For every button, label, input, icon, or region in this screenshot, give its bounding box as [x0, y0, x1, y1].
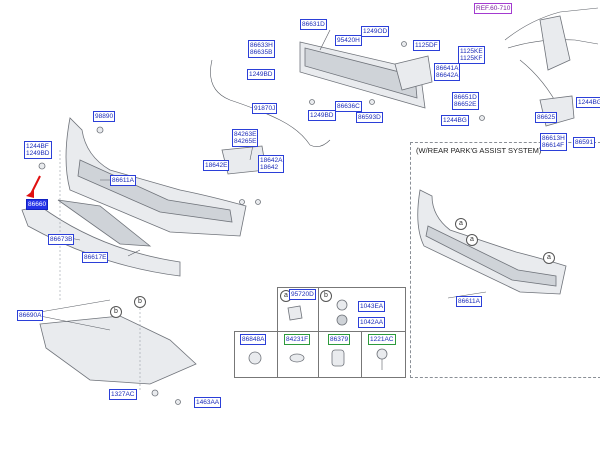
under-cover	[39, 315, 197, 385]
callout-86641a-text: 86641A	[436, 65, 459, 72]
clip-95720d-icon	[287, 305, 303, 321]
callout-86652e-text: 86652E	[454, 101, 477, 108]
inset-title: (W/REAR PARK'G ASSIST SYSTEM)	[416, 146, 542, 155]
selection-arrow	[26, 175, 41, 198]
callout-1249bd-lower[interactable]: 1249BD	[308, 110, 336, 121]
screw-1221ac-icon	[376, 348, 388, 370]
marker-a-inset-3: a	[543, 252, 555, 264]
callout-86625[interactable]: 86625	[535, 112, 558, 123]
callout-86614f-text: 86614F	[542, 142, 565, 149]
callout-98890[interactable]: 98890	[93, 111, 116, 122]
callout-1042aa[interactable]: 1042AA	[358, 317, 386, 328]
callout-1249bd-left-text: 1249BD	[26, 150, 50, 157]
inset-frame	[410, 142, 600, 378]
callout-1463aa[interactable]: 1463AA	[194, 397, 222, 408]
callout-86611a-inset[interactable]: 86611A	[456, 296, 482, 307]
callout-86673b[interactable]: 86673B	[48, 234, 75, 245]
rear-body-reference	[504, 7, 599, 111]
callout-86617e[interactable]: 86617E	[82, 252, 109, 263]
leader-lines	[39, 29, 487, 390]
callout-1327ac[interactable]: 1327AC	[109, 389, 137, 400]
callout-ref-60-710[interactable]: REF.60-710	[474, 3, 513, 14]
callout-84265e-text: 84265E	[234, 138, 257, 145]
callout-1249od[interactable]: 1249OD	[361, 26, 390, 37]
callout-86593d[interactable]: 86593D	[356, 112, 383, 123]
callout-18642e[interactable]: 18642E	[203, 160, 230, 171]
callout-84263e-text: 84263E	[234, 131, 257, 138]
callout-86690a[interactable]: 86690A	[17, 310, 44, 321]
callout-1221ac[interactable]: 1221AC	[368, 334, 396, 345]
callout-84231f[interactable]: 84231F	[284, 334, 311, 345]
callout-1249bd-mid[interactable]: 1249BD	[247, 69, 275, 80]
callout-91870j[interactable]: 91870J	[252, 103, 278, 114]
callout-1125ke-text: 1125KE	[460, 48, 483, 55]
wiring-harness	[210, 59, 331, 147]
marker-a-inset-2: a	[466, 234, 478, 246]
marker-b-under-2: b	[110, 306, 122, 318]
callout-86651d-text: 86651D	[454, 94, 477, 101]
rear-bumper-cover	[65, 117, 247, 237]
callout-86642a-text: 86642A	[436, 72, 459, 79]
callout-1125kf-text: 1125KF	[460, 55, 483, 62]
callout-86848a[interactable]: 86848A	[240, 334, 267, 345]
callout-18642-text: 18642	[260, 164, 279, 171]
callout-95720d[interactable]: 95720D	[289, 289, 316, 300]
garnish-strip	[57, 199, 152, 247]
callout-86660-selected[interactable]: 86660	[26, 199, 49, 210]
side-bracket-right	[394, 55, 433, 91]
callout-1125df[interactable]: 1125DF	[413, 40, 440, 51]
callout-86613h-text: 86613H	[542, 135, 565, 142]
fasteners	[38, 41, 485, 405]
clip-86848a-icon	[248, 351, 262, 365]
callout-1244bg-right[interactable]: 1244BG	[576, 97, 600, 108]
callout-1043ea[interactable]: 1043EA	[358, 301, 386, 312]
marker-b: b	[320, 290, 332, 302]
nut-1042aa-icon	[336, 314, 348, 326]
pad-86379-icon	[331, 349, 345, 367]
callout-86631d[interactable]: 86631D	[300, 19, 327, 30]
callout-86379[interactable]: 86379	[328, 334, 351, 345]
lower-trim-strip	[21, 205, 181, 277]
callout-86636c[interactable]: 86636C	[335, 101, 362, 112]
callout-1244bg-center[interactable]: 1244BG	[441, 115, 469, 126]
callout-86611a[interactable]: 86611A	[110, 175, 136, 186]
callout-18642a-text: 18642A	[260, 157, 283, 164]
screw-1043ea-icon	[336, 299, 348, 311]
callout-86591[interactable]: 86591	[573, 137, 596, 148]
callout-95420h[interactable]: 95420H	[335, 35, 362, 46]
callout-86633h-text: 86633H	[250, 42, 273, 49]
marker-a-inset-1: a	[455, 218, 467, 230]
callout-86635b-text: 86635B	[250, 49, 273, 56]
callout-1244bf-text: 1244BF	[26, 143, 49, 150]
back-beam	[299, 41, 426, 109]
grommet-84231f-icon	[289, 353, 305, 363]
marker-b-under: b	[134, 296, 146, 308]
